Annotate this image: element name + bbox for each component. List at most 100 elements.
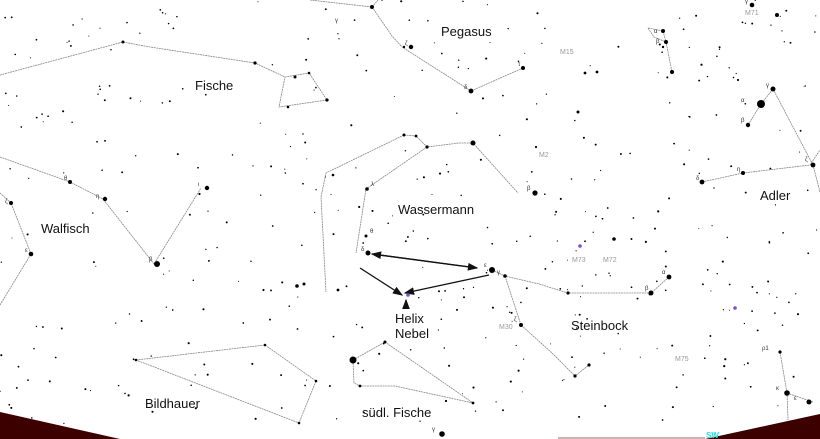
star [297, 421, 301, 425]
faint-star [324, 8, 327, 11]
constellation-line-suedl-fische [352, 341, 474, 404]
star [358, 384, 362, 388]
faint-star [10, 16, 13, 19]
faint-star [792, 375, 795, 378]
faint-star [796, 313, 800, 316]
faint-star [205, 248, 207, 251]
star [349, 356, 357, 364]
faint-star [15, 386, 18, 389]
faint-star [661, 419, 664, 421]
star-greek-label: α [662, 270, 666, 276]
faint-star [0, 261, 2, 263]
faint-star [304, 384, 306, 387]
star [699, 179, 705, 185]
faint-star [288, 305, 291, 307]
star [468, 88, 474, 94]
star-greek-label: δ [464, 85, 468, 91]
star [295, 284, 299, 288]
faint-star [768, 293, 770, 295]
faint-star [181, 87, 184, 90]
faint-star [664, 265, 667, 268]
faint-star [89, 390, 92, 392]
faint-star [510, 311, 513, 314]
star [519, 323, 523, 327]
star [770, 86, 776, 92]
faint-star [664, 250, 667, 253]
faint-star [325, 99, 328, 101]
star-greek-label: β [741, 118, 745, 124]
faint-star [770, 24, 772, 26]
faint-star [629, 152, 631, 155]
faint-star [550, 343, 552, 345]
faint-star [63, 172, 65, 174]
star [566, 291, 570, 295]
faint-star [440, 318, 443, 321]
constellation-line-walfisch-b [0, 192, 32, 306]
faint-star [172, 27, 175, 30]
faint-star [541, 42, 543, 45]
star-greek-label: ε [484, 263, 487, 269]
faint-star [722, 309, 725, 311]
faint-star [0, 354, 3, 357]
faint-star [767, 280, 770, 283]
messier-label: M75 [675, 356, 689, 363]
faint-star [187, 342, 190, 345]
faint-star [304, 141, 307, 144]
faint-star [41, 326, 44, 328]
faint-star [657, 72, 659, 74]
faint-star [416, 178, 418, 180]
faint-star [735, 72, 737, 75]
faint-star [723, 365, 726, 368]
faint-star [678, 17, 681, 19]
star-greek-label: ζ [514, 317, 517, 323]
faint-star [108, 85, 111, 87]
star [587, 363, 591, 367]
star [364, 234, 368, 238]
faint-star [578, 415, 581, 418]
star [365, 187, 369, 191]
faint-star [103, 99, 106, 102]
faint-star [41, 113, 43, 115]
faint-star [462, 393, 464, 395]
faint-star [140, 100, 142, 102]
star [28, 251, 34, 257]
star [439, 431, 445, 437]
faint-star [754, 0, 756, 2]
faint-star [744, 102, 747, 105]
faint-star [306, 379, 308, 381]
faint-star [60, 327, 63, 330]
faint-star [781, 324, 784, 326]
faint-star [804, 85, 807, 87]
faint-star [129, 97, 132, 100]
faint-star [337, 209, 339, 211]
faint-star [632, 217, 635, 219]
faint-star [486, 4, 488, 6]
faint-star [167, 22, 170, 25]
faint-star [332, 233, 335, 236]
faint-star [599, 169, 602, 172]
faint-star [198, 192, 201, 196]
star [534, 145, 538, 149]
faint-star [508, 311, 511, 313]
faint-star [648, 293, 651, 296]
star-greek-label: δ [361, 247, 365, 253]
faint-star [472, 386, 475, 389]
faint-star [807, 252, 810, 255]
faint-star [619, 348, 621, 350]
faint-star [671, 406, 674, 409]
faint-star [161, 11, 164, 14]
faint-star [781, 30, 783, 32]
faint-star [675, 386, 678, 389]
faint-star [768, 241, 771, 244]
faint-star [355, 167, 357, 169]
star [810, 162, 816, 168]
faint-star [491, 306, 494, 309]
faint-star [356, 54, 359, 57]
faint-star [566, 289, 569, 291]
faint-star [289, 145, 292, 148]
faint-star [715, 114, 718, 116]
star-greek-label: τ [518, 62, 521, 68]
faint-star [257, 1, 259, 3]
constellation-line-steinbock-a [491, 269, 670, 294]
